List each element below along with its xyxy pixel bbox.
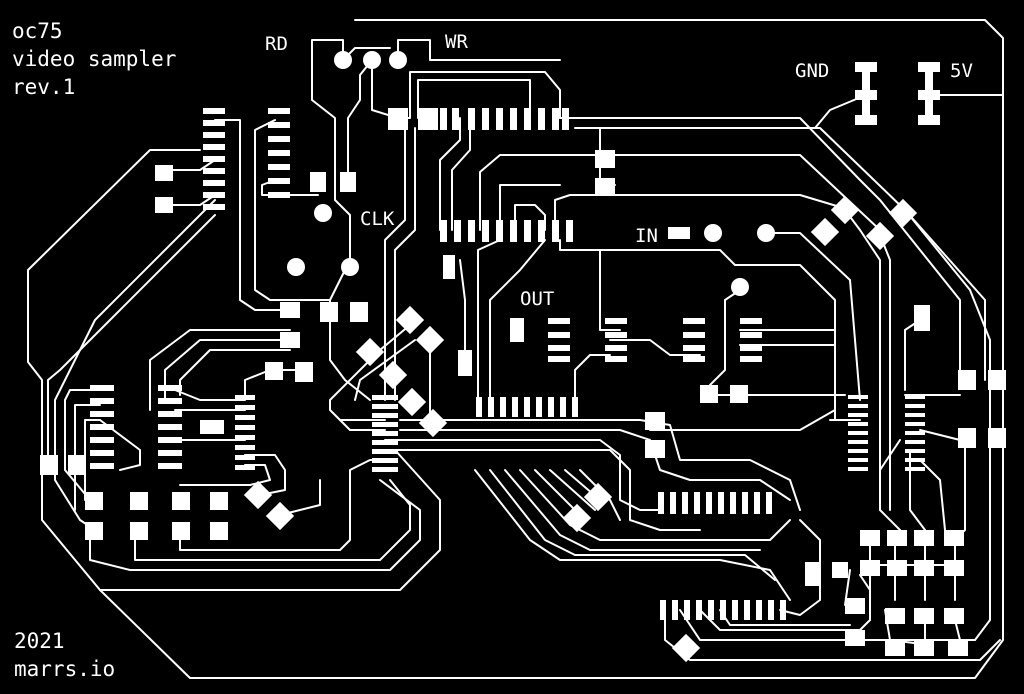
board-title-line-1: oc75 [12, 19, 63, 43]
board-year: 2021 [14, 629, 65, 653]
label-clk: CLK [360, 208, 395, 230]
copper-traces [47, 39, 1004, 661]
label-wr: WR [445, 31, 468, 53]
board-site: marrs.io [14, 657, 115, 681]
label-out: OUT [520, 288, 554, 310]
label-gnd: GND [795, 60, 829, 82]
label-5v: 5V [950, 60, 973, 82]
label-rd: RD [265, 33, 288, 55]
label-in: IN [635, 225, 658, 247]
component-pads [40, 51, 1006, 656]
board-title-line-2: video sampler [12, 47, 176, 71]
board-title-line-3: rev.1 [12, 75, 75, 99]
